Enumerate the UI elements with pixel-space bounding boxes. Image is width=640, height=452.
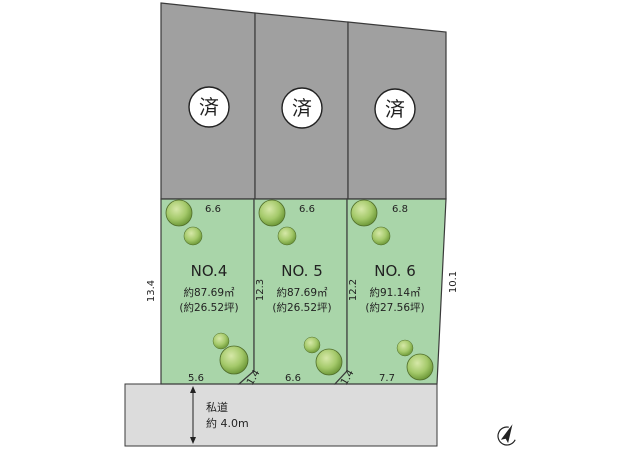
lot-no6-bottom-dim: 7.7 — [379, 373, 395, 384]
tree-icon — [396, 339, 414, 357]
lot-no6-name: NO. 6 — [374, 262, 416, 280]
lot-no6-area-sqm: 約91.14㎡ — [369, 286, 421, 299]
road-width: 約 4.0m — [206, 416, 249, 430]
road-label: 私道 — [206, 400, 228, 414]
lot-no6-side-dim: 12.2 — [348, 279, 359, 301]
tree-icon — [303, 336, 321, 354]
tree-icon — [406, 353, 434, 381]
lot-no5-area-tsubo: (約26.52坪) — [272, 301, 331, 314]
lot-no5-name: NO. 5 — [281, 262, 323, 280]
lot-no6 — [333, 198, 447, 385]
tree-icon — [315, 348, 343, 376]
lot-no5-area-sqm: 約87.69㎡ — [276, 286, 328, 299]
tree-icon — [219, 345, 249, 375]
sold-mark-2: 済 — [281, 87, 323, 129]
lot-no4-area-sqm: 約87.69㎡ — [183, 286, 235, 299]
lot-no5-bottom-dim: 6.6 — [285, 373, 301, 384]
north-arrow-icon — [497, 424, 517, 446]
tree-icon — [350, 199, 378, 227]
road-width-arrow — [190, 386, 196, 444]
sold-mark-text: 済 — [292, 96, 312, 120]
lot-no4-name: NO.4 — [191, 262, 228, 280]
lot-no5-top-dim: 6.6 — [299, 204, 315, 215]
tree-icon — [371, 226, 391, 246]
lot-no4-top-dim: 6.6 — [205, 204, 221, 215]
lot-no4-bottom-dim: 5.6 — [188, 373, 204, 384]
lot-no5-side-dim: 12.3 — [255, 279, 266, 301]
lot-no6-top-dim: 6.8 — [392, 204, 408, 215]
lot-no6-area-tsubo: (約27.56坪) — [365, 301, 424, 314]
private-road — [124, 383, 438, 447]
sold-mark-text: 済 — [199, 95, 219, 119]
tree-icon — [165, 199, 193, 227]
lot-no4-area-tsubo: (約26.52坪) — [179, 301, 238, 314]
tree-icon — [183, 226, 203, 246]
sold-mark-1: 済 — [188, 86, 230, 128]
lot-no4-side-dim: 13.4 — [146, 280, 157, 302]
sold-mark-text: 済 — [385, 97, 405, 121]
tree-icon — [212, 332, 230, 350]
right-side-dim: 10.1 — [448, 271, 459, 293]
tree-icon — [277, 226, 297, 246]
sold-mark-3: 済 — [374, 88, 416, 130]
tree-icon — [258, 199, 286, 227]
